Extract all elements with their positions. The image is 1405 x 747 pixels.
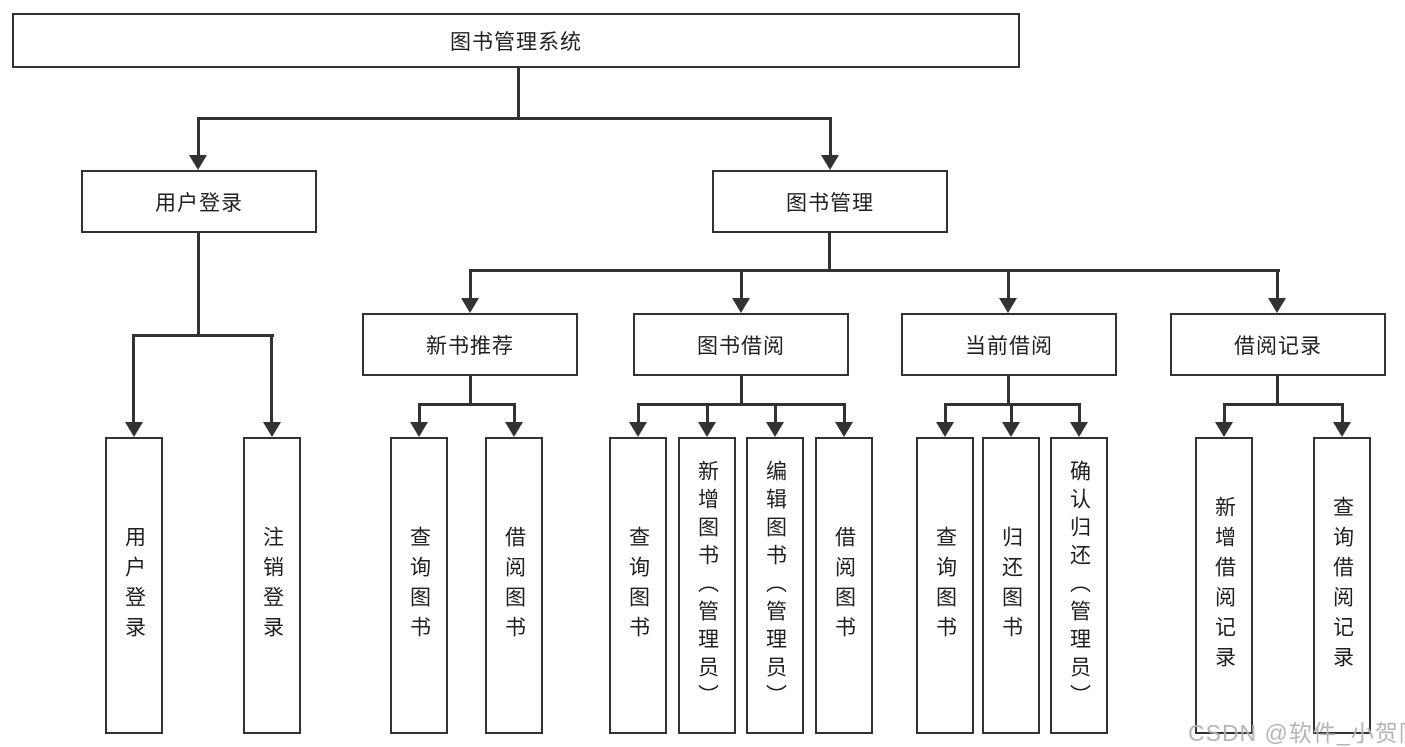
leaf-recommend-query-book: 查询图书 xyxy=(390,437,448,734)
connector-cb-stem xyxy=(1007,376,1010,406)
node-book-borrowing-label: 图书借阅 xyxy=(697,334,785,358)
connector-bb-stem xyxy=(740,376,743,406)
connector-drop-leaf-user-login xyxy=(132,334,135,424)
node-borrowing-records-label: 借阅记录 xyxy=(1234,334,1322,358)
leaf-recommend-borrow-book-label: 借阅图书 xyxy=(502,525,526,646)
connector-drop-cb-confirm xyxy=(1078,403,1081,424)
leaf-current-confirm-return-admin-label: 确认归还（管理员） xyxy=(1067,459,1091,712)
arrow-down-icon xyxy=(698,422,716,437)
leaf-borrowing-query-book-label: 查询图书 xyxy=(626,525,650,646)
connector-nbr-split xyxy=(418,403,516,406)
node-root-label: 图书管理系统 xyxy=(450,30,582,54)
node-book-borrowing: 图书借阅 xyxy=(633,313,849,376)
arrow-down-icon xyxy=(410,422,428,437)
node-current-borrowing: 当前借阅 xyxy=(901,313,1117,376)
connector-drop-leaf-logout xyxy=(270,334,273,424)
node-new-book-recommend-label: 新书推荐 xyxy=(426,334,514,358)
node-book-management-label: 图书管理 xyxy=(786,191,874,215)
arrow-down-icon xyxy=(263,422,281,437)
leaf-current-confirm-return-admin: 确认归还（管理员） xyxy=(1050,437,1108,734)
node-new-book-recommend: 新书推荐 xyxy=(362,313,578,376)
arrow-down-icon xyxy=(125,422,143,437)
node-user-login: 用户登录 xyxy=(81,170,317,233)
connector-user-login-stem xyxy=(197,233,200,336)
node-current-borrowing-label: 当前借阅 xyxy=(965,334,1053,358)
leaf-borrowing-edit-book-admin-label: 编辑图书（管理员） xyxy=(763,459,787,712)
connector-bb-split xyxy=(637,403,846,406)
connector-user-login-split xyxy=(133,334,274,337)
connector-drop-book-management xyxy=(829,117,832,157)
leaf-current-return-book: 归还图书 xyxy=(982,437,1040,734)
leaf-records-add-record: 新增借阅记录 xyxy=(1195,437,1253,734)
leaf-borrowing-add-book-admin-label: 新增图书（管理员） xyxy=(695,459,719,712)
node-root: 图书管理系统 xyxy=(12,13,1020,68)
arrow-down-icon xyxy=(1002,422,1020,437)
leaf-current-query-book: 查询图书 xyxy=(916,437,974,734)
node-borrowing-records: 借阅记录 xyxy=(1170,313,1386,376)
connector-drop-user-login xyxy=(197,117,200,157)
leaf-borrowing-borrow-book: 借阅图书 xyxy=(815,437,873,734)
connector-drop-borrowing-records xyxy=(1276,269,1279,300)
leaf-records-add-record-label: 新增借阅记录 xyxy=(1212,495,1236,676)
arrow-down-icon xyxy=(505,422,523,437)
connector-nbr-stem xyxy=(469,376,472,406)
connector-root-stem xyxy=(517,68,520,120)
connector-drop-rec-query xyxy=(1341,403,1344,424)
arrow-down-icon xyxy=(821,155,839,170)
leaf-logout-login: 注销登录 xyxy=(243,437,301,734)
connector-drop-rec-add xyxy=(1223,403,1226,424)
connector-root-split xyxy=(197,117,832,120)
connector-book-management-split xyxy=(469,269,1280,272)
connector-book-management-stem xyxy=(828,233,831,271)
connector-drop-nbr-borrow xyxy=(513,403,516,424)
node-book-management: 图书管理 xyxy=(712,170,948,233)
arrow-down-icon xyxy=(999,298,1017,313)
connector-drop-nbr-query xyxy=(418,403,421,424)
node-user-login-label: 用户登录 xyxy=(155,191,243,215)
arrow-down-icon xyxy=(766,422,784,437)
arrow-down-icon xyxy=(1268,298,1286,313)
leaf-recommend-query-book-label: 查询图书 xyxy=(407,525,431,646)
leaf-current-return-book-label: 归还图书 xyxy=(999,525,1023,646)
connector-drop-bb-borrow xyxy=(843,403,846,424)
connector-rec-split xyxy=(1223,403,1344,406)
leaf-records-query-record: 查询借阅记录 xyxy=(1313,437,1371,734)
arrow-down-icon xyxy=(1070,422,1088,437)
arrow-down-icon xyxy=(936,422,954,437)
connector-drop-cb-return xyxy=(1010,403,1013,424)
leaf-recommend-borrow-book: 借阅图书 xyxy=(485,437,543,734)
connector-drop-current-borrowing xyxy=(1007,269,1010,300)
arrow-down-icon xyxy=(189,155,207,170)
leaf-borrowing-edit-book-admin: 编辑图书（管理员） xyxy=(746,437,804,734)
connector-drop-new-book-recommend xyxy=(469,269,472,300)
leaf-current-query-book-label: 查询图书 xyxy=(933,525,957,646)
leaf-borrowing-borrow-book-label: 借阅图书 xyxy=(832,525,856,646)
leaf-user-login: 用户登录 xyxy=(105,437,163,734)
arrow-down-icon xyxy=(629,422,647,437)
leaf-records-query-record-label: 查询借阅记录 xyxy=(1330,495,1354,676)
connector-drop-cb-query xyxy=(944,403,947,424)
leaf-borrowing-add-book-admin: 新增图书（管理员） xyxy=(678,437,736,734)
arrow-down-icon xyxy=(835,422,853,437)
connector-drop-book-borrowing xyxy=(740,269,743,300)
csdn-watermark: CSDN @软件_小贺同学 xyxy=(1188,720,1405,746)
arrow-down-icon xyxy=(1215,422,1233,437)
connector-drop-bb-edit xyxy=(774,403,777,424)
arrow-down-icon xyxy=(1333,422,1351,437)
leaf-logout-login-label: 注销登录 xyxy=(260,525,284,646)
connector-rec-stem xyxy=(1276,376,1279,406)
arrow-down-icon xyxy=(732,298,750,313)
leaf-user-login-label: 用户登录 xyxy=(122,525,146,646)
leaf-borrowing-query-book: 查询图书 xyxy=(609,437,667,734)
connector-drop-bb-query xyxy=(637,403,640,424)
connector-drop-bb-add xyxy=(706,403,709,424)
arrow-down-icon xyxy=(461,298,479,313)
